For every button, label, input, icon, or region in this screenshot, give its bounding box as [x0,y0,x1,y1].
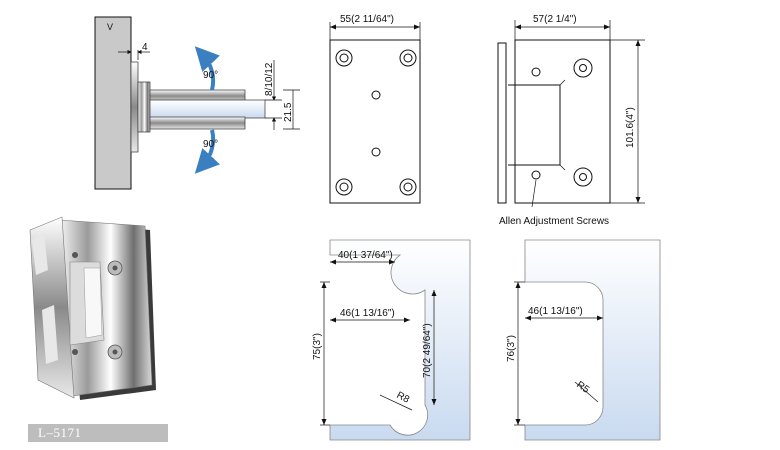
back-plate [514,39,611,204]
glass-cutout-2: 46(1 13/16") 76(3") R5 [506,239,661,441]
rotation-bottom-label: 90° [203,139,218,150]
front-plate [329,39,421,204]
cutout1-notch-label: 70(2 49/64") [422,323,433,378]
cutout1-depth-label: 46(1 13/16") [340,308,395,319]
cutout1-radius-label: R8 [395,390,412,406]
cutout1-height-label: 75(3") [312,333,323,360]
rotation-up-arrow-icon [194,46,220,91]
allen-screws-callout: Allen Adjustment Screws [499,216,609,227]
dim-plate-label: 4 [142,42,148,53]
front-width-label: 55(2 11/64") [340,14,394,25]
dim-offset-label: 21.5 [283,102,294,122]
glass-cutout-1-shape [329,239,471,441]
side-view: V 4 8/10/12 21.5 90° 90° [94,16,300,190]
wall-mark: V [107,22,113,32]
cutout2-radius-label: R5 [574,379,591,396]
product-code-badge: L–5171 [28,424,168,442]
back-height-label: 101.6(4") [625,107,636,148]
hinge-plate [130,61,139,153]
front-view: 55(2 11/64") [329,14,421,204]
wall-block [94,16,132,190]
rotation-down-arrow-icon [194,129,220,174]
back-view: 57(2 1/4") 101.6(4") Allen Adjustment Sc… [497,14,645,227]
glass-clamp-bottom [149,116,246,130]
cutout1-top-label: 40(1 37/64") [338,250,393,261]
hinge-body [137,81,151,133]
product-photo [29,216,156,400]
cutout2-height-label: 76(3") [506,335,517,362]
back-width-label: 57(2 1/4") [533,14,577,25]
glass-cutout-1: 40(1 37/64") 46(1 13/16") 75(3") 70(2 49… [312,239,471,441]
dim-glass-label: 8/10/12 [264,62,275,96]
rotation-top-label: 90° [203,70,218,81]
glass-cutout-2-shape [524,239,661,441]
glass-panel [149,99,266,119]
cutout2-depth-label: 46(1 13/16") [528,306,583,317]
